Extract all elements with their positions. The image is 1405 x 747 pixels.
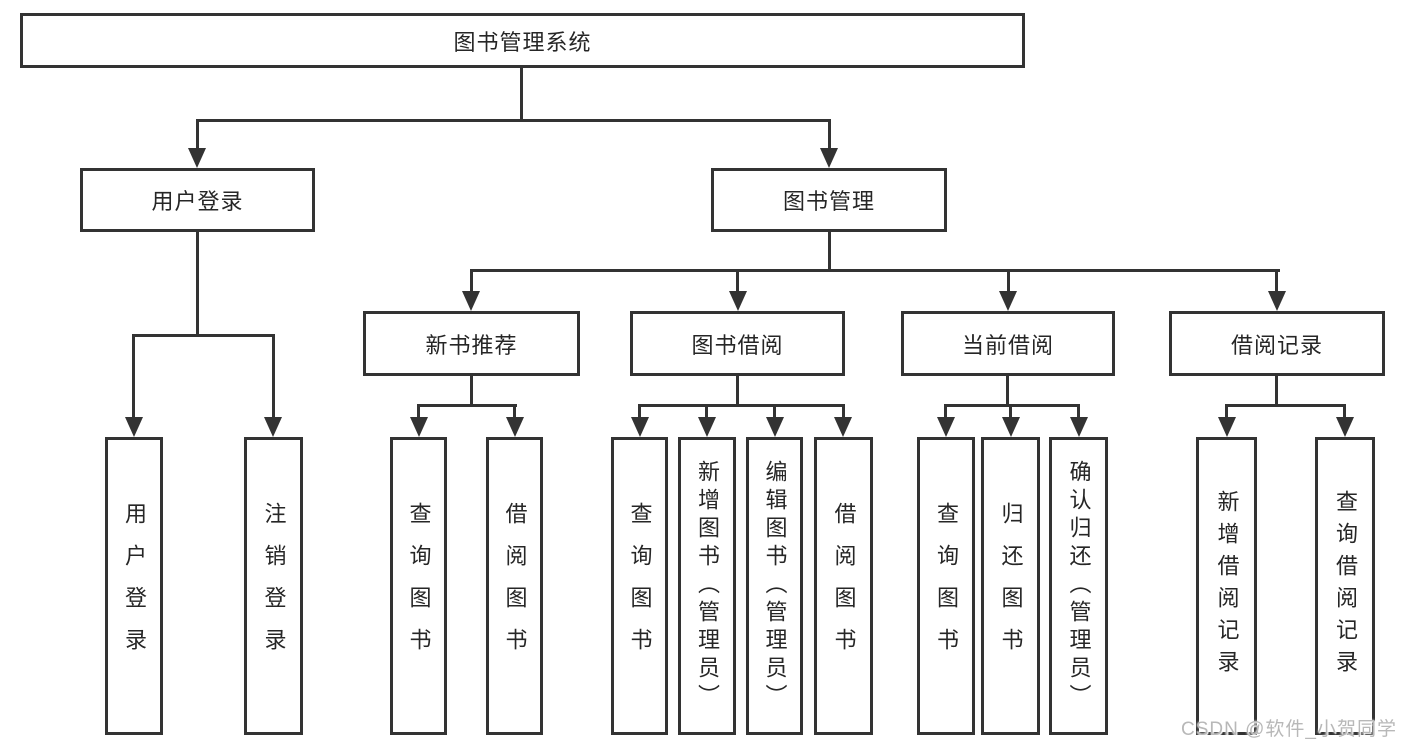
connector-stub [1225, 404, 1228, 418]
leaf-query-books-recommend: 查询图书 [390, 437, 447, 735]
connector-newbook-vertical [470, 376, 473, 406]
node-library-system-label: 图书管理系统 [453, 29, 592, 55]
connector-stub-borrow-records [1275, 269, 1278, 291]
leaf-borrow-books: 借阅图书 [814, 437, 873, 735]
connector-stub [842, 404, 845, 418]
arrow-down-icon [1218, 417, 1236, 437]
leaf-add-borrow-record: 新增借阅记录 [1196, 437, 1257, 735]
connector-stub [944, 404, 947, 418]
arrow-down-icon [999, 291, 1017, 311]
arrow-down-icon [188, 148, 206, 168]
leaf-borrow-books-label: 借阅图书 [831, 502, 857, 670]
node-current-borrow-label: 当前借阅 [961, 332, 1054, 358]
connector-currentborrow-vertical [1006, 376, 1009, 406]
connector-stub [417, 404, 420, 418]
leaf-user-login-label: 用户登录 [122, 502, 147, 670]
connector-stub [773, 404, 776, 418]
watermark: CSDN @软件_小贺同学 [1181, 719, 1397, 740]
node-current-borrow: 当前借阅 [901, 311, 1115, 376]
arrow-down-icon [1268, 291, 1286, 311]
connector-root-vertical [520, 68, 523, 120]
connector-stub [1009, 404, 1012, 418]
connector-stub [513, 404, 516, 418]
connector-stub [705, 404, 708, 418]
connector-stub [1343, 404, 1346, 418]
arrow-down-icon [125, 417, 143, 437]
leaf-query-borrow-record: 查询借阅记录 [1315, 437, 1375, 735]
arrow-down-icon [631, 417, 649, 437]
leaf-borrow-books-recommend-label: 借阅图书 [502, 502, 528, 670]
arrow-down-icon [410, 417, 428, 437]
leaf-query-books-borrow-label: 查询图书 [627, 502, 653, 670]
leaf-edit-books-admin: 编辑图书（管理员） [746, 437, 803, 735]
node-borrow-records: 借阅记录 [1169, 311, 1385, 376]
leaf-return-books: 归还图书 [981, 437, 1040, 735]
arrow-down-icon [766, 417, 784, 437]
connector-stub-user-login [196, 119, 199, 150]
leaf-confirm-return-admin: 确认归还（管理员） [1049, 437, 1108, 735]
connector-userlogin-vertical [196, 232, 199, 335]
node-book-borrow-label: 图书借阅 [691, 332, 784, 358]
connector-currentborrow-horizontal [944, 404, 1080, 407]
leaf-add-borrow-record-label: 新增借阅记录 [1214, 490, 1240, 682]
leaf-logout: 注销登录 [244, 437, 303, 735]
arrow-down-icon [1002, 417, 1020, 437]
node-book-management-label: 图书管理 [782, 189, 875, 214]
connector-newbook-horizontal [417, 404, 517, 407]
arrow-down-icon [820, 148, 838, 168]
leaf-borrow-books-recommend: 借阅图书 [486, 437, 543, 735]
connector-stub-book-management [828, 119, 831, 150]
connector-stub [638, 404, 641, 418]
connector-bookmgmt-vertical [828, 232, 831, 272]
leaf-add-books-admin-label: 新增图书（管理员） [695, 460, 720, 712]
node-book-borrow: 图书借阅 [630, 311, 845, 376]
leaf-confirm-return-admin-label: 确认归还（管理员） [1066, 460, 1092, 712]
connector-borrowrecords-vertical [1275, 376, 1278, 406]
connector-borrowrecords-horizontal [1225, 404, 1346, 407]
connector-root-horizontal [196, 119, 831, 122]
leaf-edit-books-admin-label: 编辑图书（管理员） [762, 460, 788, 712]
arrow-down-icon [937, 417, 955, 437]
node-library-system: 图书管理系统 [20, 13, 1025, 68]
leaf-user-login: 用户登录 [105, 437, 163, 735]
arrow-down-icon [264, 417, 282, 437]
node-borrow-records-label: 借阅记录 [1230, 332, 1323, 358]
node-book-management: 图书管理 [711, 168, 947, 232]
arrow-down-icon [834, 417, 852, 437]
node-new-book-recommend-label: 新书推荐 [425, 332, 518, 358]
arrow-down-icon [1336, 417, 1354, 437]
connector-stub-book-borrow [736, 269, 739, 291]
arrow-down-icon [506, 417, 524, 437]
arrow-down-icon [1070, 417, 1088, 437]
leaf-add-books-admin: 新增图书（管理员） [678, 437, 736, 735]
leaf-logout-label: 注销登录 [261, 502, 287, 670]
connector-stub-leaf-login [132, 334, 135, 417]
node-user-login: 用户登录 [80, 168, 315, 232]
leaf-query-books-current: 查询图书 [917, 437, 975, 735]
connector-stub-leaf-logout [272, 334, 275, 417]
leaf-query-books-borrow: 查询图书 [611, 437, 668, 735]
arrow-down-icon [698, 417, 716, 437]
connector-bookborrow-horizontal [638, 404, 845, 407]
arrow-down-icon [729, 291, 747, 311]
leaf-query-books-recommend-label: 查询图书 [406, 502, 432, 670]
leaf-query-borrow-record-label: 查询借阅记录 [1333, 490, 1358, 682]
connector-bookmgmt-horizontal [470, 269, 1280, 272]
arrow-down-icon [462, 291, 480, 311]
leaf-return-books-label: 归还图书 [998, 502, 1024, 670]
node-new-book-recommend: 新书推荐 [363, 311, 580, 376]
node-user-login-label: 用户登录 [151, 189, 244, 214]
connector-stub-new-book [470, 269, 473, 291]
connector-stub-current-borrow [1007, 269, 1010, 291]
connector-userlogin-horizontal [132, 334, 275, 337]
leaf-query-books-current-label: 查询图书 [934, 502, 959, 670]
connector-bookborrow-vertical [736, 376, 739, 406]
connector-stub [1077, 404, 1080, 418]
